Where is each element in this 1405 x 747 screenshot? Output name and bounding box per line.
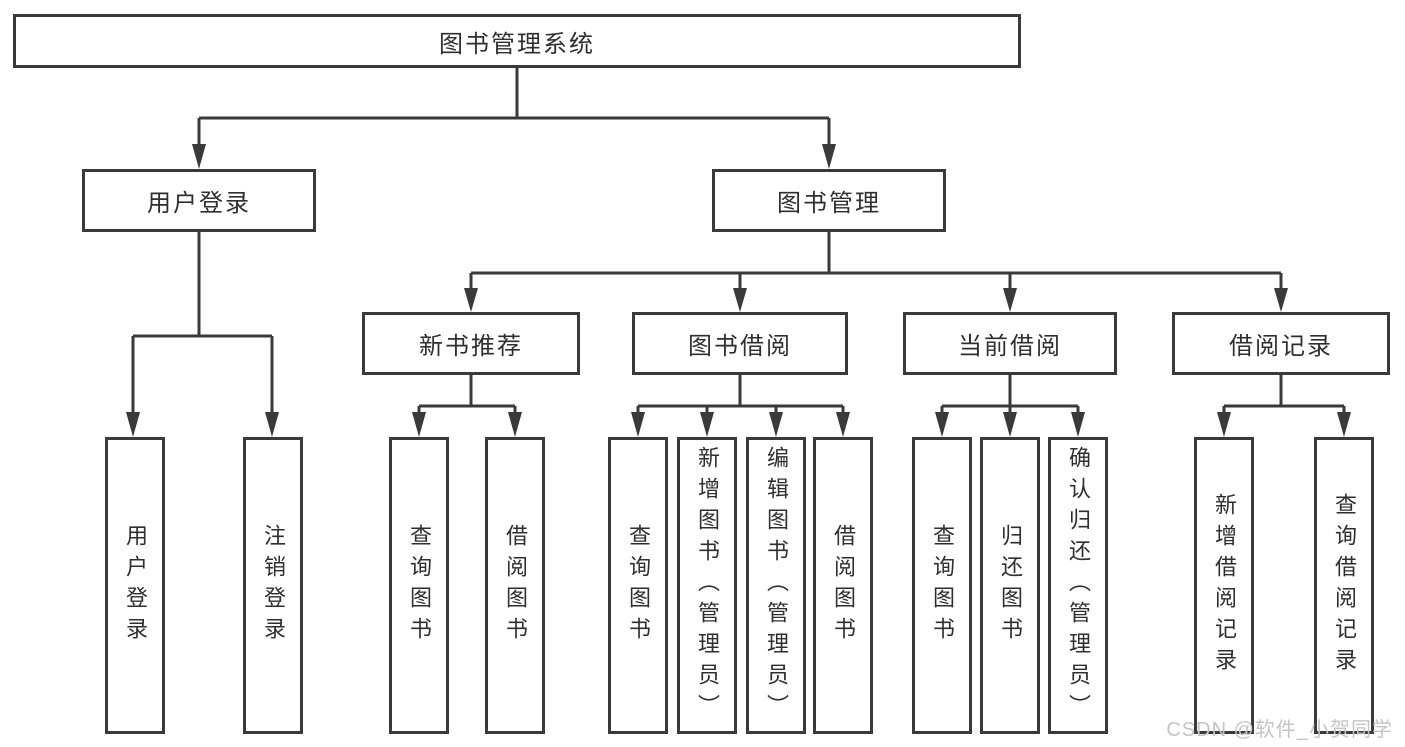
connector-user-login-to-leaves: [126, 232, 279, 437]
leaf-edit-books-admin-label: 编辑图书（管理员）: [764, 446, 789, 725]
node-current-borrow: 当前借阅: [903, 312, 1117, 375]
leaf-query-books-1-label: 查询图书: [407, 523, 432, 648]
node-current-borrow-label: 当前借阅: [958, 333, 1062, 360]
leaf-add-books-admin-label: 新增图书（管理员）: [695, 446, 720, 725]
connector-book-mgmt-to-level3: [464, 232, 1288, 312]
leaf-user-login: 用户登录: [105, 437, 165, 734]
node-borrow-records-label: 借阅记录: [1229, 333, 1333, 360]
leaf-logout-label: 注销登录: [261, 523, 286, 648]
leaf-borrow-books-2: 借阅图书: [813, 437, 873, 734]
connector-book-borrow-to-leaves: [631, 375, 850, 437]
node-book-borrow-label: 图书借阅: [688, 333, 792, 360]
node-new-book-recommend-label: 新书推荐: [419, 333, 523, 360]
connector-root-to-level2: [192, 68, 836, 169]
node-borrow-records: 借阅记录: [1172, 312, 1390, 375]
leaf-borrow-books-1: 借阅图书: [485, 437, 545, 734]
node-root-label: 图书管理系统: [439, 30, 595, 58]
leaf-query-books-2: 查询图书: [608, 437, 668, 734]
leaf-query-books-3: 查询图书: [912, 437, 972, 734]
leaf-confirm-return-admin-label: 确认归还（管理员）: [1066, 446, 1091, 725]
leaf-query-borrow-record: 查询借阅记录: [1314, 437, 1374, 734]
csdn-watermark: CSDN @软件_小贺同学: [1166, 719, 1393, 741]
leaf-user-login-label: 用户登录: [123, 523, 148, 648]
leaf-logout: 注销登录: [243, 437, 303, 734]
node-user-login: 用户登录: [82, 169, 316, 232]
node-user-login-label: 用户登录: [147, 190, 251, 217]
node-book-management: 图书管理: [712, 169, 946, 232]
leaf-edit-books-admin: 编辑图书（管理员）: [746, 437, 806, 734]
leaf-query-books-1: 查询图书: [389, 437, 449, 734]
leaf-borrow-books-2-label: 借阅图书: [831, 523, 856, 648]
leaf-return-books: 归还图书: [980, 437, 1040, 734]
connector-new-book-to-leaves: [412, 375, 522, 437]
leaf-borrow-books-1-label: 借阅图书: [503, 523, 528, 648]
node-book-borrow: 图书借阅: [632, 312, 848, 375]
leaf-confirm-return-admin: 确认归还（管理员）: [1048, 437, 1108, 734]
leaf-query-books-3-label: 查询图书: [930, 523, 955, 648]
leaf-add-books-admin: 新增图书（管理员）: [677, 437, 737, 734]
leaf-query-borrow-record-label: 查询借阅记录: [1332, 492, 1357, 679]
leaf-add-borrow-record: 新增借阅记录: [1194, 437, 1254, 734]
leaf-add-borrow-record-label: 新增借阅记录: [1212, 492, 1237, 679]
leaf-return-books-label: 归还图书: [998, 523, 1023, 648]
node-root-library-system: 图书管理系统: [13, 14, 1021, 68]
connector-current-borrow-to-leaves: [935, 375, 1085, 437]
connector-borrow-records-to-leaves: [1217, 375, 1351, 437]
node-new-book-recommend: 新书推荐: [362, 312, 580, 375]
node-book-management-label: 图书管理: [777, 190, 881, 217]
leaf-query-books-2-label: 查询图书: [626, 523, 651, 648]
